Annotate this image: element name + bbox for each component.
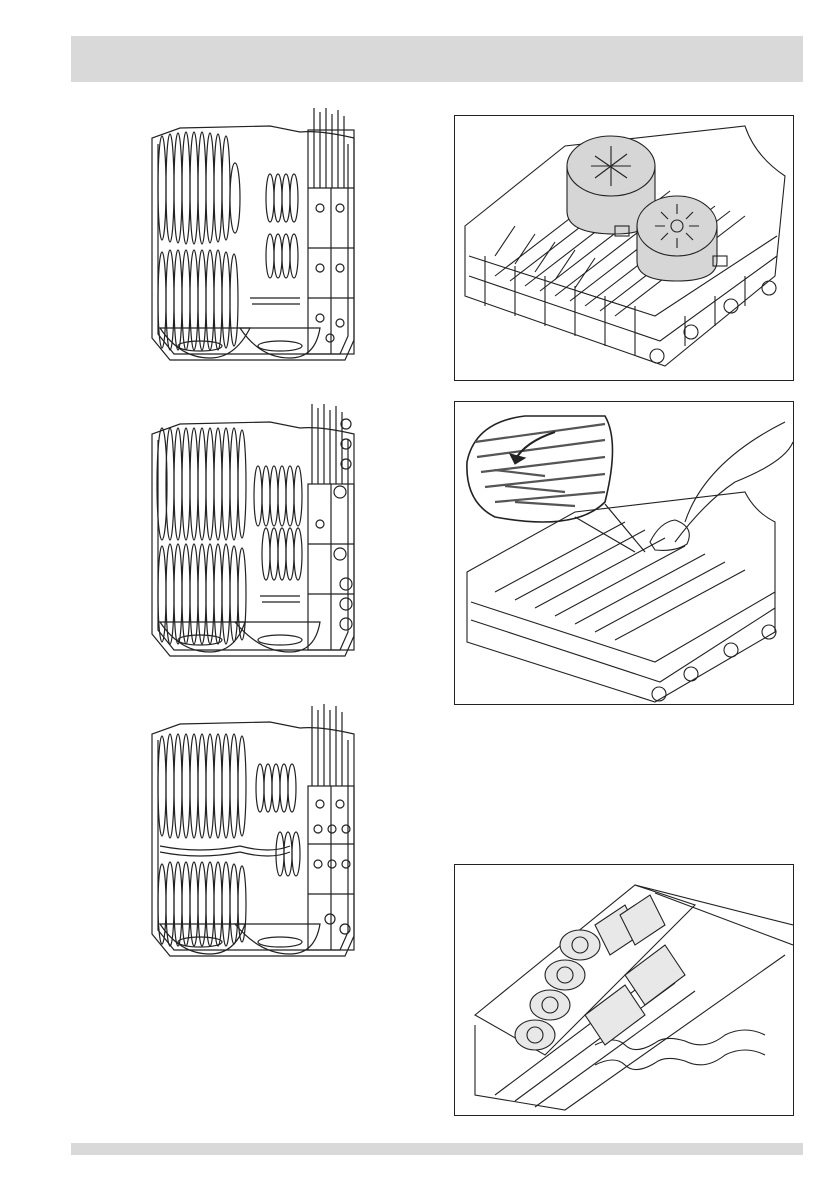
rack-with-pots-icon <box>455 116 793 380</box>
header-text <box>71 36 72 37</box>
pots-in-rack <box>454 115 794 381</box>
lower-rack-loading-layout-icon <box>140 704 360 960</box>
footer-text <box>71 1143 72 1144</box>
cup-shelf-icon <box>455 865 793 1115</box>
fold-down-tines-icon <box>455 402 793 704</box>
lower-rack-loading-layout-icon <box>140 404 360 660</box>
rack-layout-2 <box>140 404 360 660</box>
fold-tines <box>454 401 794 705</box>
cup-shelf <box>454 864 794 1116</box>
lower-rack-loading-layout-icon <box>140 108 360 364</box>
header-bar <box>71 36 803 82</box>
footer-bar <box>71 1143 803 1155</box>
rack-layout-1 <box>140 108 360 364</box>
rack-layout-3 <box>140 704 360 960</box>
